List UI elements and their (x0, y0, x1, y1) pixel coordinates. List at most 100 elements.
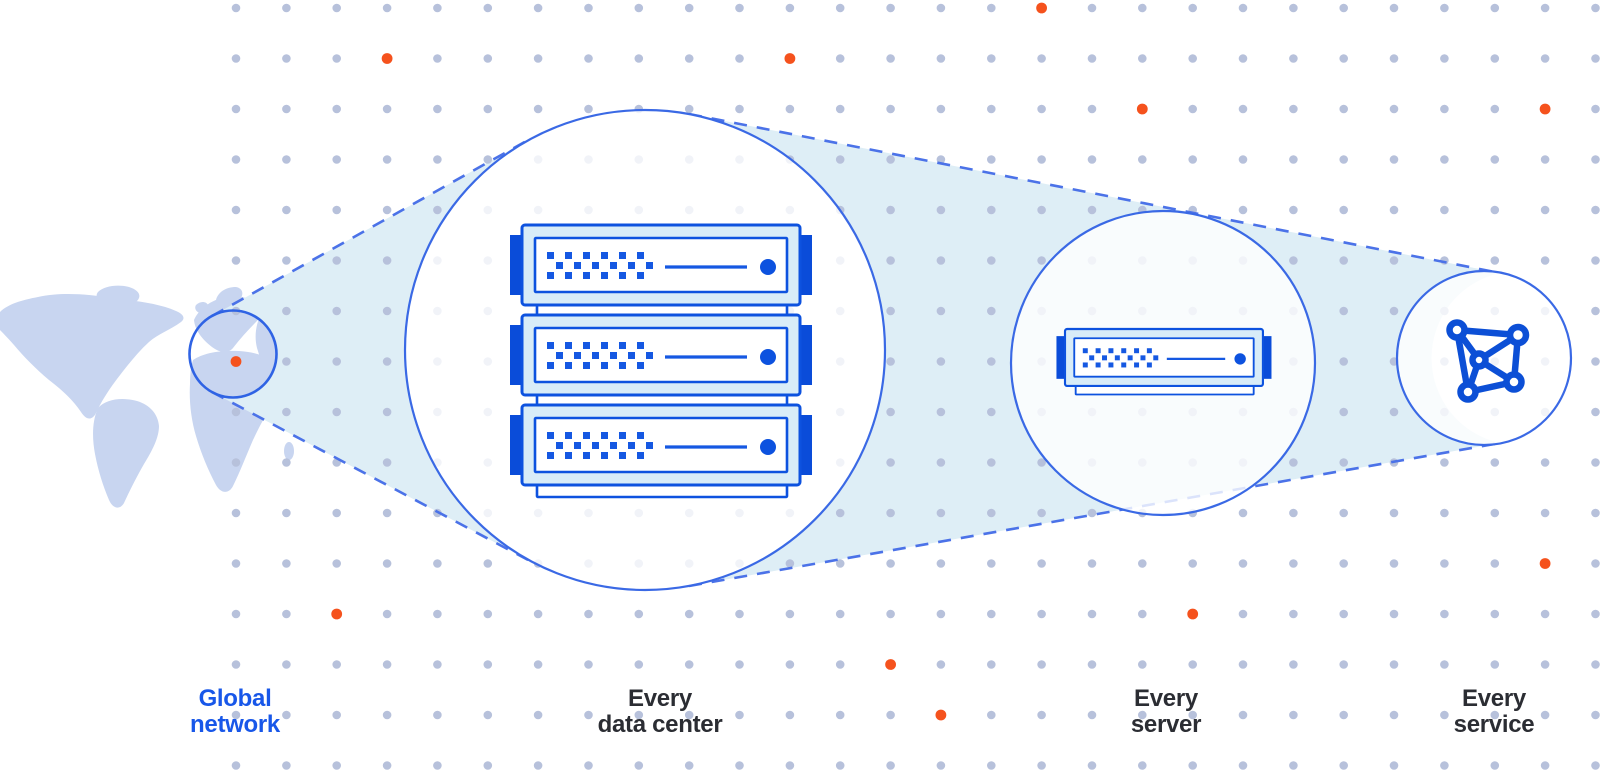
grid-dot (1490, 458, 1500, 467)
grid-dot (936, 660, 946, 669)
grid-dot (835, 609, 845, 619)
grid-dot (1238, 609, 1248, 619)
grid-dot (886, 559, 895, 568)
grid-dot (835, 155, 845, 164)
grid-dot (332, 660, 342, 669)
grid-dot (1188, 761, 1197, 770)
grid-dot (382, 256, 392, 265)
single-server-unit (1055, 327, 1273, 396)
island-madagascar (284, 442, 294, 460)
grid-dot (533, 761, 543, 770)
grid-dot (382, 104, 392, 114)
grid-dot (936, 3, 946, 13)
grid-dot (1389, 205, 1399, 215)
zoom-dashed-lines (211, 112, 1501, 588)
grid-dot (634, 3, 644, 13)
grid-dot (533, 54, 543, 63)
grid-dot (282, 3, 291, 13)
grid-dot (1591, 205, 1600, 215)
grid-dot (1037, 710, 1046, 720)
grid-dot (282, 761, 291, 770)
grid-dot (1339, 357, 1348, 366)
grid-dot (1540, 3, 1550, 13)
grid-dot (332, 559, 342, 568)
grid-dot (1037, 104, 1046, 114)
grid-dot (1289, 54, 1298, 63)
grid-dot (936, 357, 946, 366)
grid-dot (1339, 104, 1348, 114)
grid-dot (886, 155, 895, 164)
grid-dot (282, 609, 291, 619)
grid-dot (684, 104, 694, 114)
continent-greenland (96, 285, 140, 309)
grid-dot (1389, 54, 1399, 63)
grid-dot (332, 155, 342, 164)
grid-dot (1188, 3, 1197, 13)
grid-dot (735, 710, 744, 720)
grid-dot (1037, 761, 1046, 770)
grid-dot (835, 54, 845, 63)
grid-dot (1389, 660, 1399, 669)
grid-dot (936, 508, 946, 518)
grid-dot (1138, 559, 1147, 568)
grid-dot (1591, 54, 1600, 63)
grid-dot (483, 710, 493, 720)
orange-accent-dot (1187, 608, 1199, 620)
network-node (1446, 319, 1468, 341)
grid-dot (1440, 104, 1449, 114)
grid-dot (1037, 205, 1046, 215)
grid-dot (332, 306, 342, 316)
grid-dot (1339, 458, 1348, 467)
grid-dot (282, 357, 291, 366)
grid-dot (987, 407, 996, 417)
stage-label-line2: network (190, 711, 280, 738)
grid-dot (1591, 761, 1600, 770)
grid-dot (1289, 710, 1298, 720)
grid-dot (1238, 508, 1248, 518)
grid-dot (1389, 761, 1399, 770)
grid-dot (483, 155, 493, 164)
grid-dot (1289, 660, 1298, 669)
grid-dot (835, 104, 845, 114)
grid-dot (1289, 104, 1298, 114)
grid-dot (886, 458, 895, 467)
grid-dot (886, 609, 895, 619)
grid-dot (433, 3, 442, 13)
grid-dot (231, 559, 241, 568)
grid-dot (1188, 710, 1197, 720)
grid-dot (936, 205, 946, 215)
stage-label-every-data-center: Every data center (530, 686, 790, 738)
grid-dot (1440, 54, 1449, 63)
grid-dot (987, 54, 996, 63)
grid-dot (282, 508, 291, 518)
grid-dot (332, 407, 342, 417)
grid-dot (1440, 559, 1449, 568)
grid-dot (1087, 710, 1097, 720)
grid-dot (1490, 660, 1500, 669)
grid-dot (1037, 155, 1046, 164)
grid-dot (1087, 660, 1097, 669)
grid-dot (1238, 104, 1248, 114)
grid-dot (735, 104, 744, 114)
grid-dot (785, 710, 795, 720)
grid-dot (1289, 508, 1298, 518)
grid-dot (332, 710, 342, 720)
grid-dot (1138, 660, 1147, 669)
grid-dot (584, 609, 593, 619)
grid-dot (231, 54, 241, 63)
network-node (1506, 323, 1530, 347)
stage-label-line1: Every (1462, 685, 1526, 712)
grid-dot (1490, 559, 1500, 568)
grid-dot (987, 761, 996, 770)
grid-dot (282, 205, 291, 215)
grid-dot (1591, 256, 1600, 265)
grid-dot (584, 54, 593, 63)
network-node (1503, 371, 1525, 393)
grid-dot (1289, 559, 1298, 568)
grid-dot (433, 155, 442, 164)
grid-dot (1339, 660, 1348, 669)
grid-dot (483, 54, 493, 63)
grid-dot (282, 104, 291, 114)
grid-dot (584, 761, 593, 770)
grid-dot (1037, 54, 1046, 63)
